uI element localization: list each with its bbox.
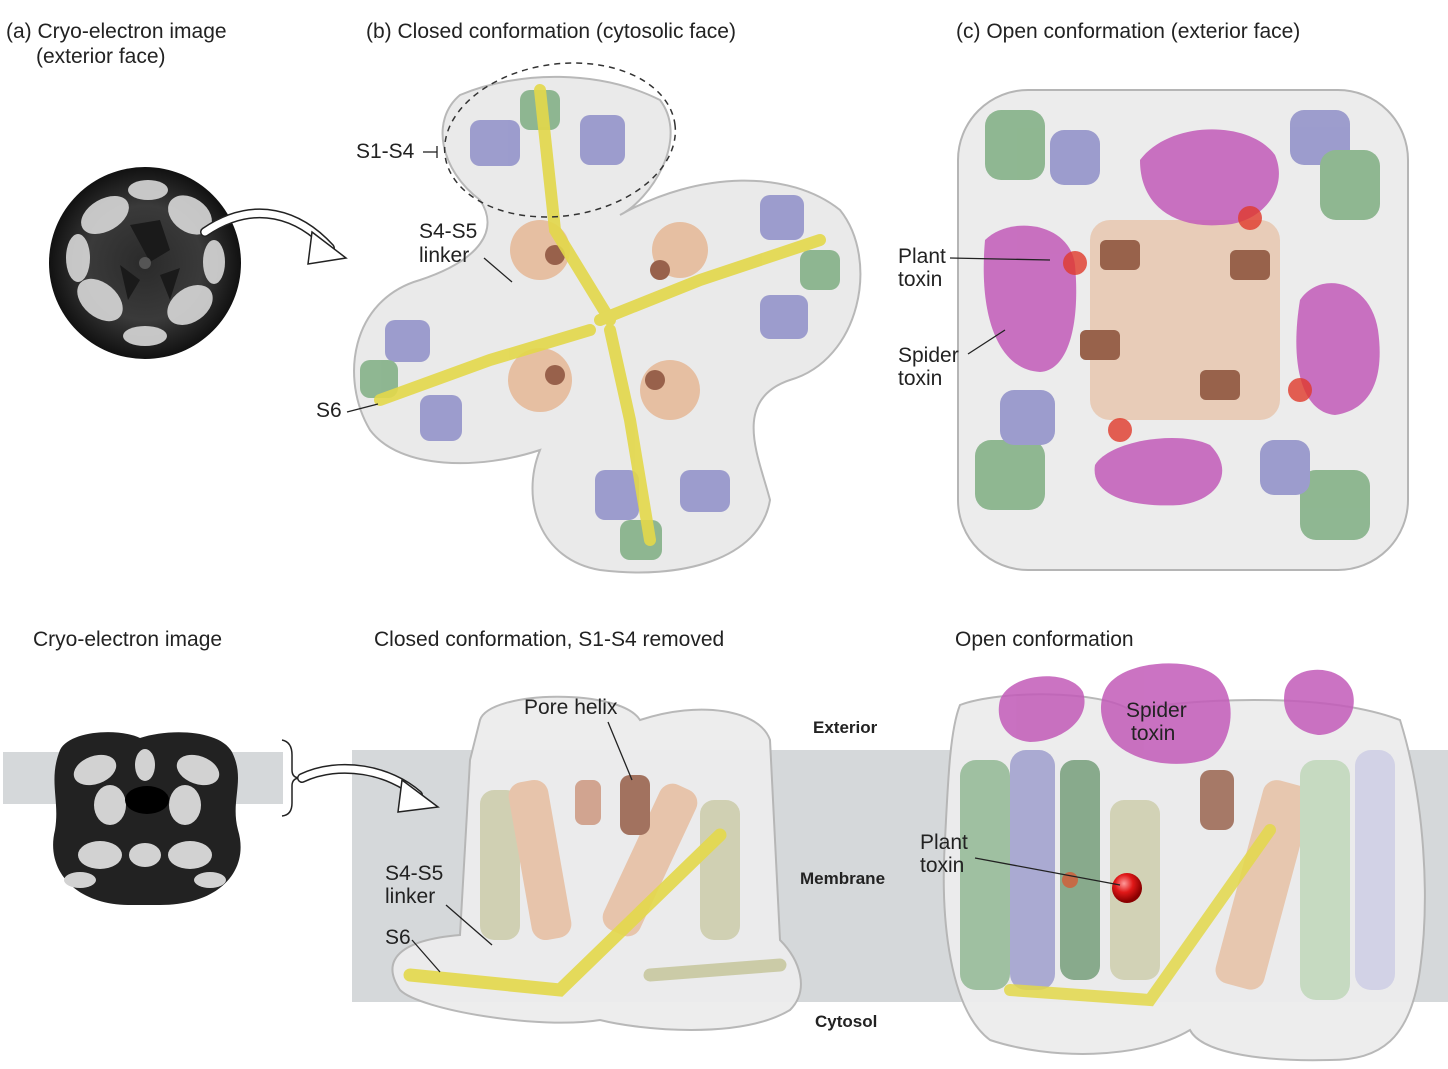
panel-a-subtitle: (exterior face) [36,45,166,68]
leader-lines [346,146,1121,973]
panel-a-title: (a) Cryo-electron image [6,20,227,43]
label-spider-toxin-top-line2: toxin [898,367,943,390]
region-membrane: Membrane [800,869,886,888]
label-s4-s5-bottom-line2: linker [385,885,436,908]
label-spider-toxin-bottom-line1: Spider [1126,699,1187,722]
cryo-image-exterior [49,167,241,359]
region-exterior: Exterior [813,718,878,737]
cryo-image-side [53,732,241,905]
label-s1-s4: S1-S4 [356,140,415,163]
label-spider-toxin-top-line1: Spider [898,344,959,367]
region-cytosol: Cytosol [815,1012,878,1031]
arrow-top [200,208,348,265]
label-plant-toxin-bottom-line2: toxin [920,854,965,877]
label-s4-s5-bottom-line1: S4-S5 [385,862,444,885]
arrow-bottom [281,739,440,817]
panel-c2-title: Open conformation [955,628,1134,651]
label-s6-top: S6 [316,399,342,422]
label-plant-toxin-bottom-line1: Plant [920,831,968,854]
label-spider-toxin-bottom-line2: toxin [1131,722,1176,745]
panel-b-title: (b) Closed conformation (cytosolic face) [366,20,736,43]
panel-c-title: (c) Open conformation (exterior face) [956,20,1301,43]
label-s4-s5-top-line2: linker [419,244,470,267]
closed-structure-top [353,62,862,574]
panel-b2-title: Closed conformation, S1-S4 removed [374,628,725,651]
open-structure-top [957,89,1409,571]
label-plant-toxin-top-line1: Plant [898,245,946,268]
open-structure-side [942,663,1426,1062]
closed-structure-side [391,695,802,1031]
label-plant-toxin-top-line2: toxin [898,268,943,291]
label-s4-s5-top-line1: S4-S5 [419,220,478,243]
label-s6-bottom: S6 [385,926,411,949]
panel-a2-title: Cryo-electron image [33,628,223,651]
label-pore-helix: Pore helix [524,696,618,719]
